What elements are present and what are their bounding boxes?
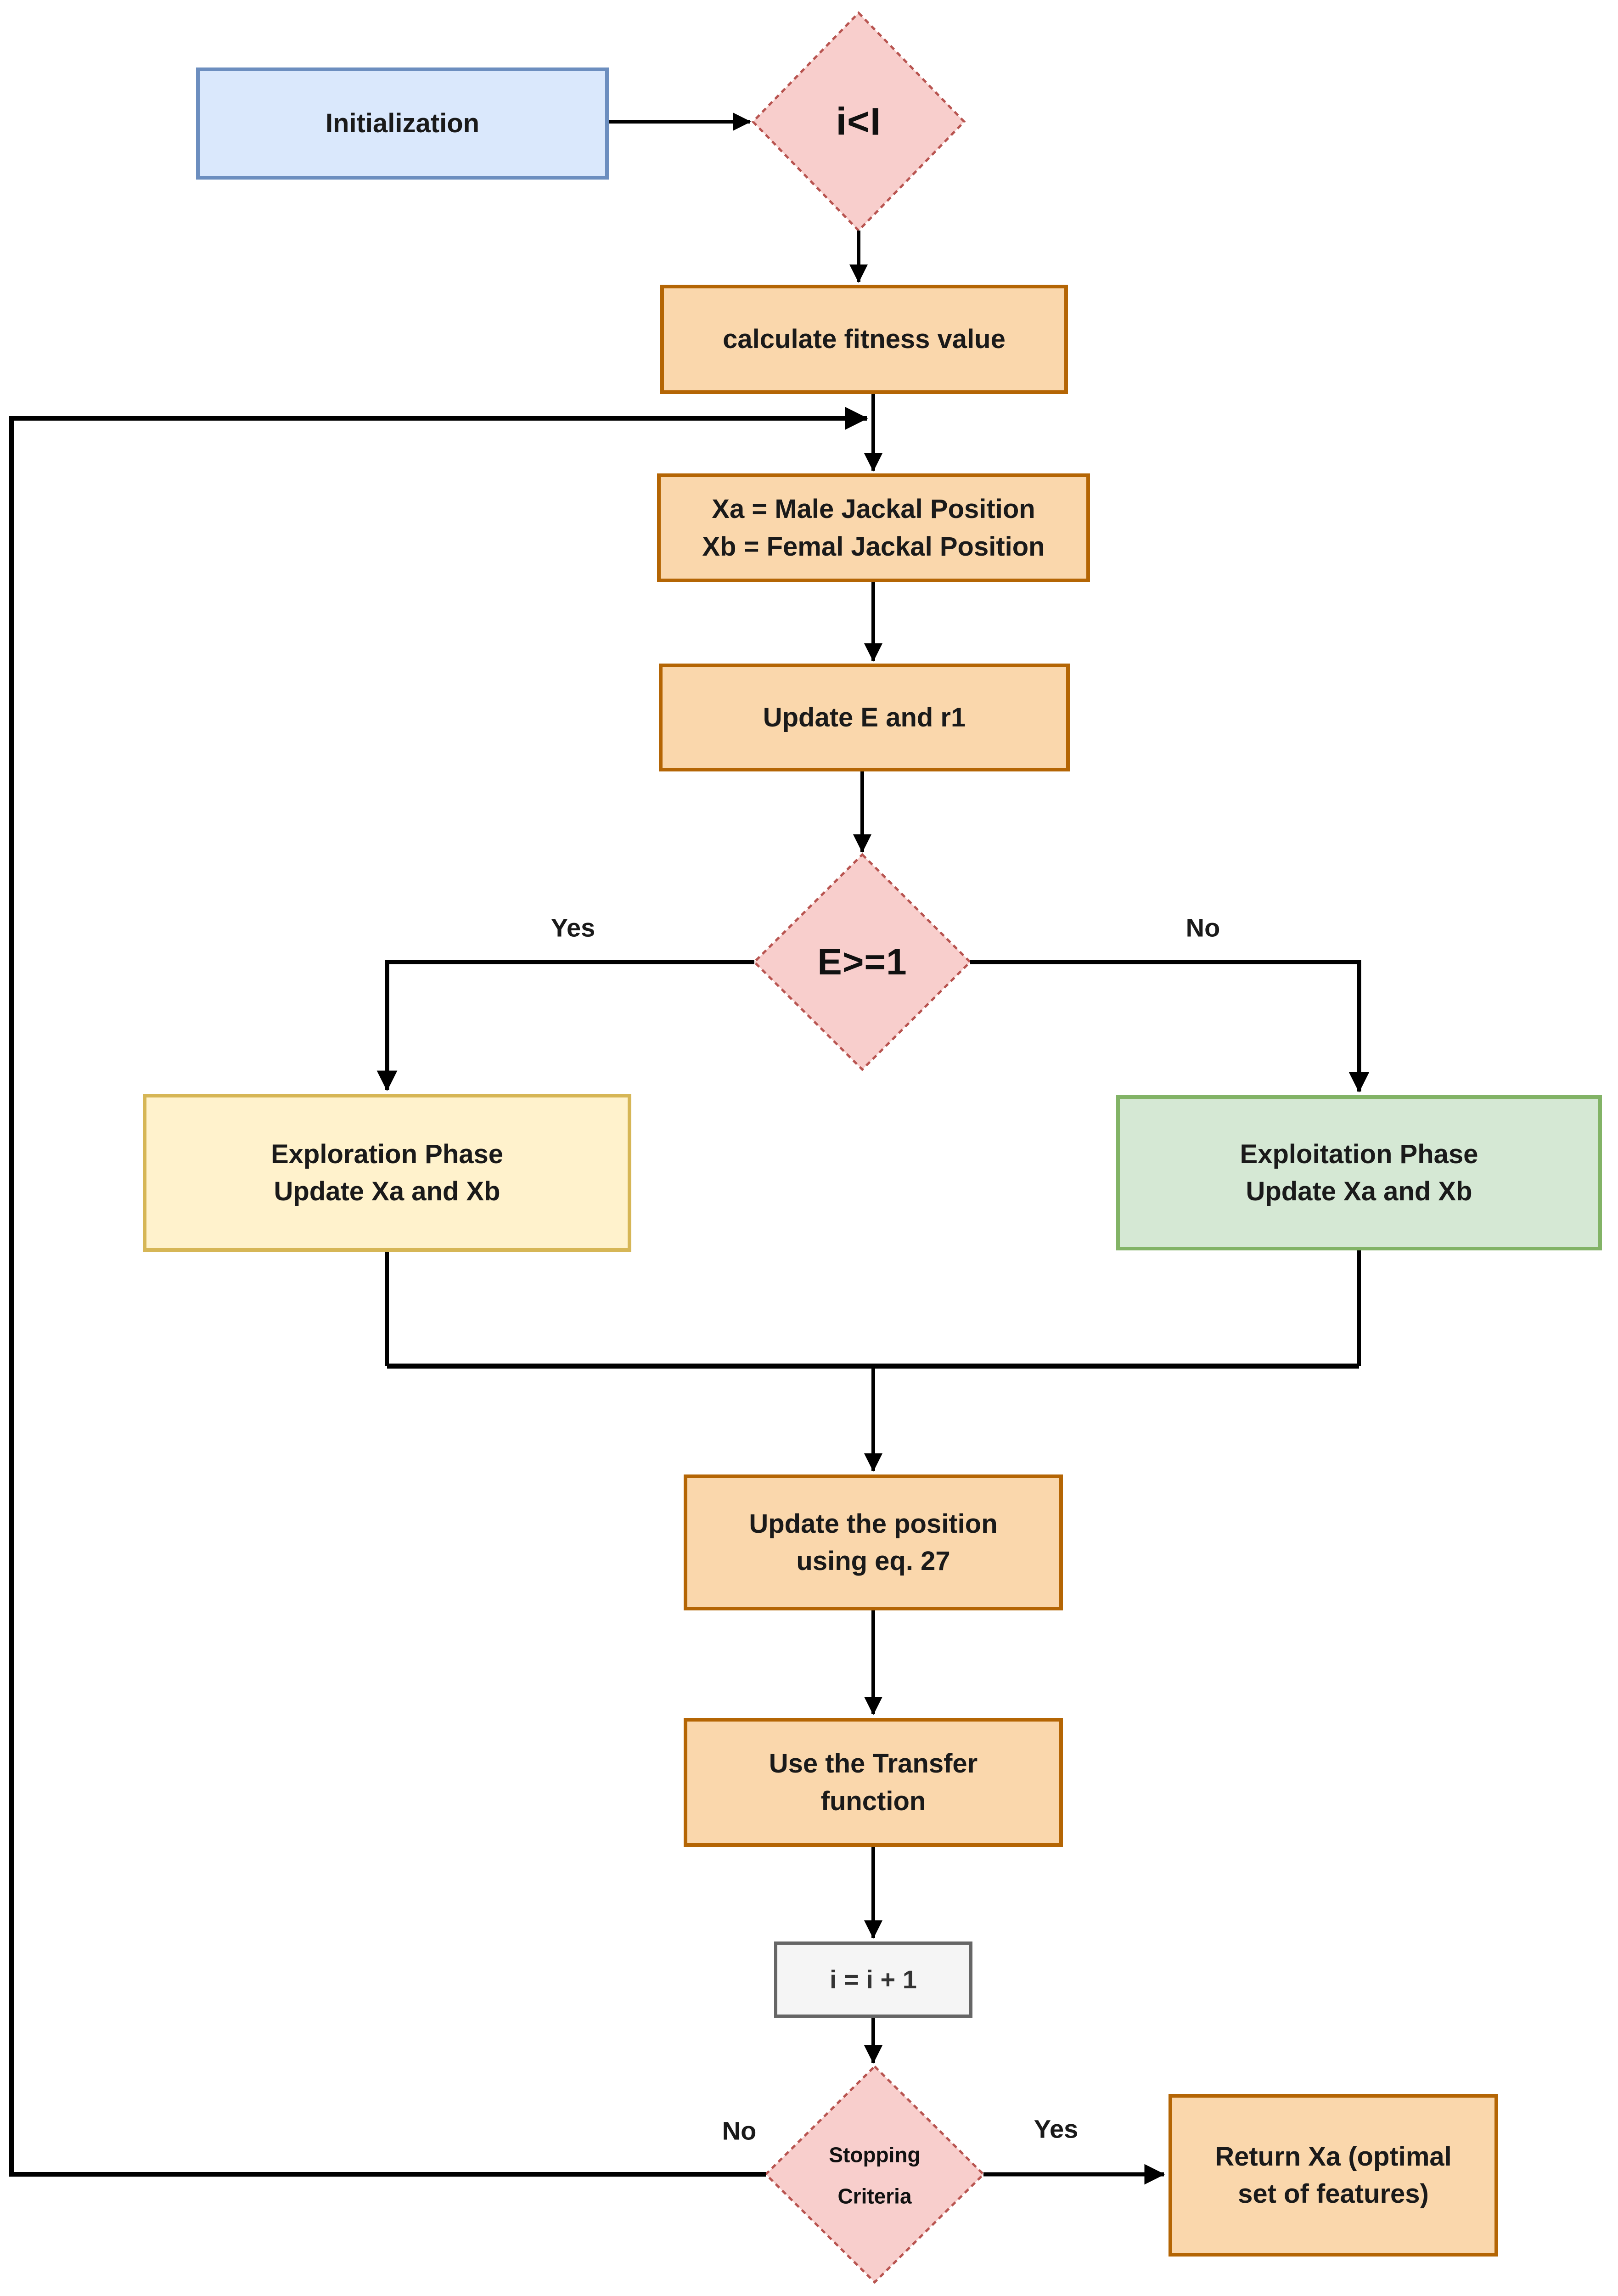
node-return-result: Return Xa (optimal set of features) <box>1169 2094 1498 2257</box>
node-exploration-phase: Exploration Phase Update Xa and Xb <box>143 1094 631 1252</box>
edge-energy-no-branch <box>970 960 1370 1093</box>
edge-label-energy-no: No <box>1185 913 1220 942</box>
energy-check-diamond <box>753 853 972 1071</box>
node-update-e-and-r1: Update E and r1 <box>659 664 1070 771</box>
energy-check-label: E>=1 <box>817 941 907 982</box>
edge-label-stopping-yes: Yes <box>1034 2114 1079 2144</box>
iteration-check-label: i<I <box>836 100 882 143</box>
stopping-criteria-label: Stopping Criteria <box>829 2143 921 2208</box>
node-jackal-positions: Xa = Male Jackal Position Xb = Femal Jac… <box>657 473 1090 582</box>
node-initialization: Initialization <box>196 68 609 180</box>
node-calculate-fitness: calculate fitness value <box>660 285 1068 394</box>
stopping-criteria-diamond <box>764 2065 985 2284</box>
edge-label-energy-yes: Yes <box>551 913 596 942</box>
node-exploitation-phase: Exploitation Phase Update Xa and Xb <box>1116 1095 1602 1250</box>
edge-label-stopping-no: No <box>722 2116 757 2145</box>
edge-energy-yes-branch <box>376 960 754 1092</box>
node-update-position: Update the position using eq. 27 <box>684 1474 1063 1610</box>
node-transfer-function: Use the Transfer function <box>684 1718 1063 1847</box>
node-increment-counter: i = i + 1 <box>774 1941 972 2018</box>
edge-loop-back <box>9 407 868 2177</box>
